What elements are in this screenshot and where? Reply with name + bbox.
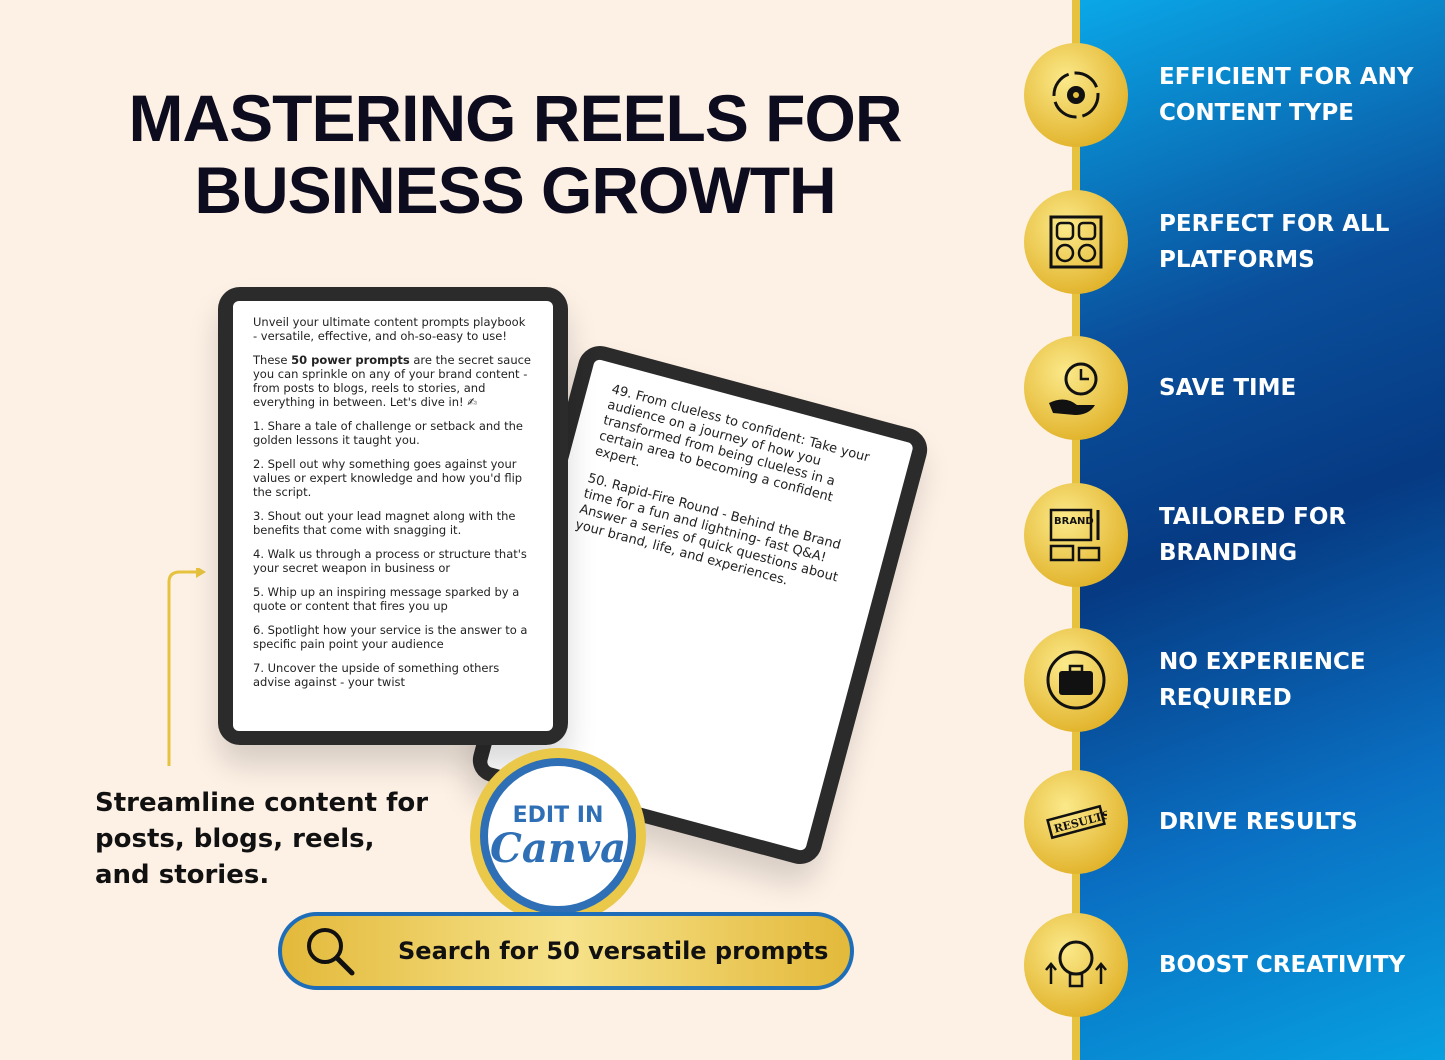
- results-stamp-icon: RESULTS: [1046, 804, 1107, 840]
- feature-label: SAVE TIME: [1159, 375, 1297, 401]
- feature-badge: [1024, 628, 1128, 732]
- feature-badge: BRAND: [1024, 483, 1128, 587]
- feature-label: TAILORED FOR BRANDING: [1159, 504, 1347, 566]
- feature-label: NO EXPERIENCE REQUIRED: [1159, 649, 1366, 711]
- feature-label: DRIVE RESULTS: [1159, 809, 1358, 835]
- feature-badge: RESULTS: [1024, 770, 1128, 874]
- intro-paragraph: These 50 power prompts are the secret sa…: [253, 353, 532, 409]
- arrow-icon: [167, 568, 206, 766]
- page-title: MASTERING REELS FOR BUSINESS GROWTH: [128, 81, 902, 227]
- feature-item: EFFICIENT FOR ANY CONTENT TYPE: [1024, 43, 1444, 147]
- tagline: Streamline content for posts, blogs, ree…: [95, 788, 429, 890]
- clock-hand-icon: [1049, 362, 1098, 415]
- social-platforms-icon: [1049, 215, 1103, 269]
- feature-item: RESULTS DRIVE RESULTS: [1024, 770, 1444, 874]
- briefcase-icon: [1046, 650, 1106, 710]
- feature-label: EFFICIENT FOR ANY CONTENT TYPE: [1159, 64, 1414, 126]
- feature-item: BOOST CREATIVITY: [1024, 913, 1444, 1017]
- left-tablet-mockup: Unveil your ultimate content prompts pla…: [218, 287, 568, 745]
- feature-label: BOOST CREATIVITY: [1159, 952, 1406, 978]
- feature-badge: [1024, 190, 1128, 294]
- svg-text:BRAND: BRAND: [1054, 516, 1094, 527]
- search-icon: [307, 928, 355, 976]
- features-panel: [1072, 0, 1445, 1060]
- feature-badge: [1024, 913, 1128, 1017]
- left-tablet-screen: Unveil your ultimate content prompts pla…: [233, 301, 553, 731]
- feature-item: NO EXPERIENCE REQUIRED: [1024, 628, 1444, 732]
- feature-item: SAVE TIME: [1024, 336, 1444, 440]
- feature-label: PERFECT FOR ALL PLATFORMS: [1159, 211, 1390, 273]
- gear-cycle-icon: [1052, 71, 1100, 119]
- edit-in-canva-badge: EDIT IN Canva: [470, 748, 646, 924]
- feature-badge: [1024, 43, 1128, 147]
- feature-badge: [1024, 336, 1128, 440]
- brand-kit-icon: BRAND: [1049, 508, 1101, 562]
- feature-item: PERFECT FOR ALL PLATFORMS: [1024, 190, 1444, 294]
- feature-item: BRAND TAILORED FOR BRANDING: [1024, 483, 1444, 587]
- search-prompts-button[interactable]: Search for 50 versatile prompts: [278, 912, 854, 990]
- brain-bulb-icon: [1045, 940, 1107, 988]
